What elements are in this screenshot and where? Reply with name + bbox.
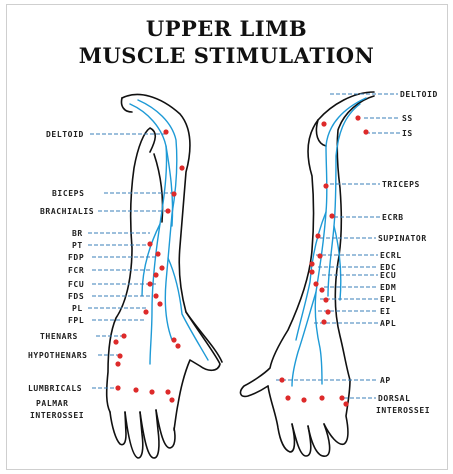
stimulation-point [147, 241, 152, 246]
label-ecu: ECU [380, 271, 396, 280]
stimulation-point [329, 213, 334, 218]
stimulation-point [309, 261, 314, 266]
stimulation-point [301, 397, 306, 402]
stimulation-point [363, 129, 368, 134]
stimulation-point [117, 353, 122, 358]
right-arm-nerves [292, 98, 366, 386]
label-lumbricals: LUMBRICALS [28, 384, 82, 393]
stimulation-point [179, 165, 184, 170]
left-arm-outline [107, 95, 222, 458]
label-biceps: BICEPS [52, 189, 85, 198]
stimulation-point [309, 269, 314, 274]
stimulation-point [355, 115, 360, 120]
stimulation-point [339, 395, 344, 400]
stimulation-point [323, 297, 328, 302]
stimulation-point [317, 253, 322, 258]
label-supinator: SUPINATOR [378, 234, 427, 243]
label-pt: PT [72, 241, 83, 250]
stimulation-point [321, 121, 326, 126]
stimulation-point [115, 361, 120, 366]
stimulation-point [313, 281, 318, 286]
stimulation-point [159, 265, 164, 270]
label-br: BR [72, 229, 83, 238]
label-fcr: FCR [68, 266, 84, 275]
label-hypothenars: HYPOTHENARS [28, 351, 88, 360]
label-ecrb: ECRB [382, 213, 404, 222]
label-edm: EDM [380, 283, 396, 292]
label-interossei-left: INTEROSSEI [30, 411, 84, 420]
stimulation-point [321, 319, 326, 324]
stimulation-point [325, 309, 330, 314]
label-ecrl: ECRL [380, 251, 402, 260]
stimulation-point [157, 301, 162, 306]
stimulation-point [165, 208, 170, 213]
stimulation-point [171, 337, 176, 342]
label-thenars: THENARS [40, 332, 78, 341]
stimulation-point [153, 293, 158, 298]
leader-lines [88, 94, 400, 398]
stimulation-point [155, 251, 160, 256]
label-ap: AP [380, 376, 391, 385]
stimulation-point [121, 333, 126, 338]
stimulation-point [149, 389, 154, 394]
stimulation-point [163, 129, 168, 134]
label-epl: EPL [380, 295, 396, 304]
stimulation-point [279, 377, 284, 382]
label-fcu: FCU [68, 280, 84, 289]
label-ss: SS [402, 114, 413, 123]
label-dorsal: DORSAL [378, 394, 411, 403]
stimulation-point [113, 339, 118, 344]
label-is: IS [402, 129, 413, 138]
label-deltoid-left: DELTOID [46, 130, 84, 139]
stimulation-point [323, 183, 328, 188]
stimulation-point [153, 272, 158, 277]
stimulation-point [175, 343, 180, 348]
stimulation-point [115, 385, 120, 390]
stimulation-point [147, 281, 152, 286]
label-pl: PL [72, 304, 83, 313]
label-brachialis: BRACHIALIS [40, 207, 94, 216]
label-triceps: TRICEPS [382, 180, 420, 189]
stimulation-point [343, 401, 348, 406]
stimulation-point [169, 397, 174, 402]
label-palmar: PALMAR [36, 399, 69, 408]
label-fpl: FPL [68, 316, 84, 325]
label-fdp: FDP [68, 253, 84, 262]
stimulation-point [143, 309, 148, 314]
label-interossei-right: INTEROSSEI [376, 406, 430, 415]
stimulation-point [319, 395, 324, 400]
label-fds: FDS [68, 292, 84, 301]
stimulation-point [315, 233, 320, 238]
label-apl: APL [380, 319, 396, 328]
stimulation-point [171, 191, 176, 196]
stimulation-point [133, 387, 138, 392]
stimulation-point [319, 287, 324, 292]
label-ei: EI [380, 307, 391, 316]
right-arm-outline [241, 92, 374, 456]
label-deltoid-right: DELTOID [400, 90, 438, 99]
stimulation-point [285, 395, 290, 400]
stimulation-point [165, 389, 170, 394]
